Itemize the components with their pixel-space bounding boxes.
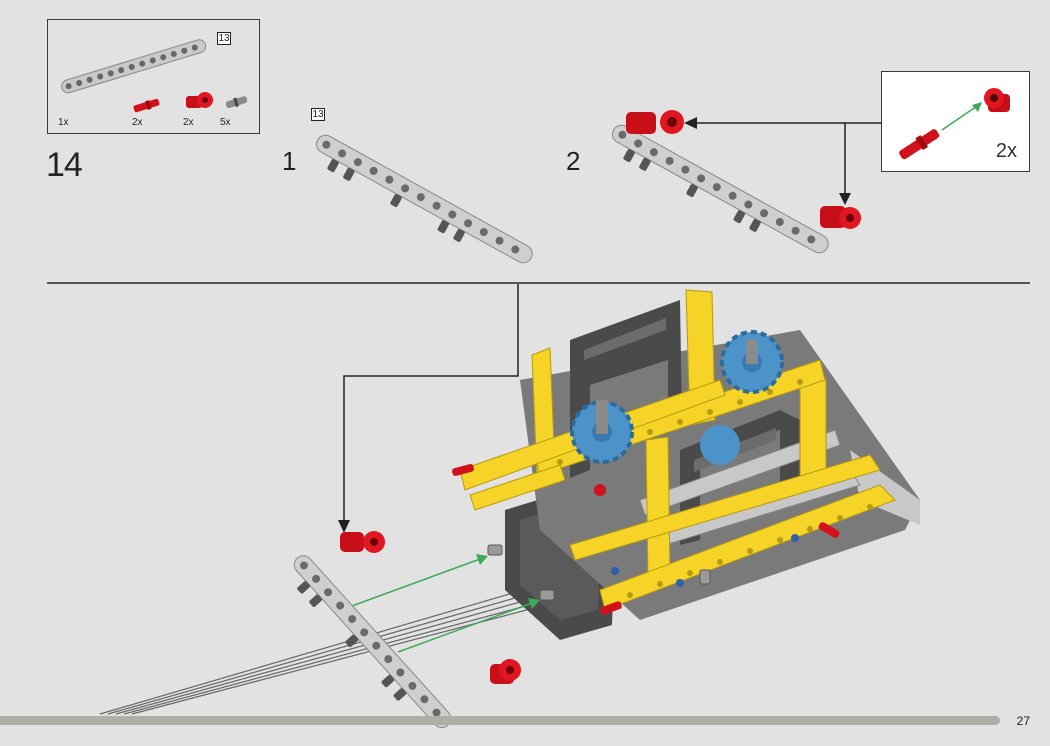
red-connector-bottom-icon — [820, 206, 861, 229]
sub-step-2-beam-illustration — [612, 110, 861, 254]
callout-quantity: 2x — [995, 140, 1017, 162]
callout-red-connector-icon — [984, 88, 1010, 112]
red-axle-pin-icon — [133, 98, 160, 113]
green-arrows — [351, 554, 540, 653]
gray-beam-icon — [61, 39, 207, 94]
qty-connector: 2x — [183, 117, 194, 128]
step-reference-badge: 13 — [217, 32, 231, 45]
parts-list-box: 13 1x 2x 2x — [47, 19, 260, 134]
qty-gray-pin: 5x — [220, 117, 231, 128]
step-number: 14 — [46, 146, 83, 184]
sub-step-1-beam-illustration — [316, 134, 533, 264]
red-connector-icon — [490, 659, 521, 684]
qty-axle-pin: 2x — [132, 117, 143, 128]
flat-cable — [99, 587, 554, 715]
red-connector-icon — [340, 531, 385, 553]
footer-bar — [0, 716, 1000, 725]
qty-beam: 1x — [58, 117, 69, 128]
sub-step-1-reference-badge: 13 — [311, 108, 325, 121]
parts-list-illustration — [61, 39, 248, 113]
callout-box: 2x — [881, 71, 1030, 172]
gray-pin-icon — [225, 96, 248, 108]
page-number: 27 — [1016, 714, 1030, 728]
blue-gear-icon — [720, 330, 784, 394]
callout-red-axle-icon — [899, 129, 940, 160]
red-connector-icon — [186, 92, 213, 108]
section-divider — [47, 282, 1030, 284]
red-connector-top-icon — [626, 110, 684, 134]
sub-step-2-number: 2 — [566, 146, 581, 176]
blue-gear-icon — [570, 400, 634, 464]
attached-beam — [293, 555, 452, 729]
sub-step-1-number: 1 — [282, 146, 297, 176]
callout-illustration — [899, 88, 1010, 160]
